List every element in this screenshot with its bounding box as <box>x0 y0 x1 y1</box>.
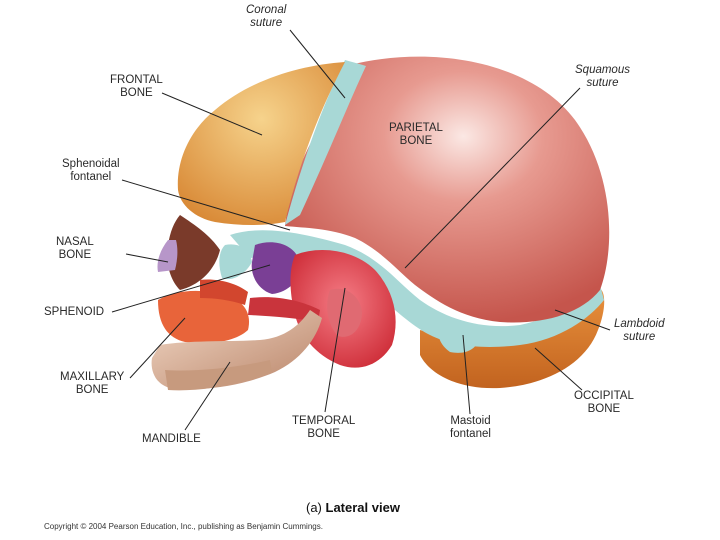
label-frontal-line2: BONE <box>120 87 153 99</box>
label-squamous-line2: suture <box>586 77 619 89</box>
label-frontal-line1: FRONTAL <box>110 74 163 86</box>
leader-coronal <box>289 29 346 99</box>
label-nasal-line1: NASAL <box>56 236 94 248</box>
leader-sphenoidal-fontanel <box>121 179 291 231</box>
label-squamous-suture: Squamous suture <box>575 64 630 90</box>
mastoid-suture <box>438 323 480 353</box>
label-occipital-line1: OCCIPITAL <box>574 390 634 402</box>
zygomatic-arch <box>248 297 320 322</box>
label-frontal-bone: FRONTAL BONE <box>110 74 163 100</box>
maxillary-bone-shape <box>158 290 250 344</box>
leader-nasal <box>125 253 169 263</box>
label-temporal-line2: BONE <box>307 428 340 440</box>
label-maxillary-bone: MAXILLARY BONE <box>60 371 124 397</box>
figure-caption: (a) Lateral view <box>306 500 400 515</box>
label-squamous-line1: Squamous <box>575 64 630 76</box>
temporal-inner <box>327 288 362 337</box>
label-nasal-bone: NASAL BONE <box>56 236 94 262</box>
label-mandible-line1: MANDIBLE <box>142 433 201 445</box>
label-sphenoid-line1: SPHENOID <box>44 306 105 318</box>
label-coronal-line1: Coronal <box>246 4 287 16</box>
parietal-bone-shape <box>285 56 610 323</box>
label-occipital-line2: BONE <box>587 403 621 415</box>
label-mandible: MANDIBLE <box>142 433 201 446</box>
label-maxillary-line2: BONE <box>75 384 109 396</box>
nasal-bone-shape <box>157 240 178 272</box>
label-sphenoidal-fontanel: Sphenoidal fontanel <box>62 158 120 184</box>
label-sphenoid: SPHENOID <box>44 306 104 319</box>
leader-sphenoid <box>111 264 271 313</box>
label-maxillary-line1: MAXILLARY <box>60 371 125 383</box>
leader-squamous <box>404 87 581 269</box>
sphenoid-wing <box>219 244 252 280</box>
label-sphenoidal-line1: Sphenoidal <box>62 158 120 170</box>
maxilla-dark <box>200 279 248 305</box>
leader-lines <box>111 29 611 431</box>
leader-lambdoid <box>554 309 611 331</box>
leader-frontal <box>161 92 263 136</box>
leader-maxillary <box>129 317 186 379</box>
label-mastoid-fontanel: Mastoid fontanel <box>450 415 491 441</box>
label-coronal-suture: Coronal suture <box>246 4 286 30</box>
leader-occipital <box>534 347 583 391</box>
label-occipital-bone: OCCIPITAL BONE <box>574 390 634 416</box>
mandible-lower <box>165 360 272 391</box>
label-sphenoidal-line2: fontanel <box>70 171 112 183</box>
leader-temporal <box>324 287 346 413</box>
label-lambdoid-line1: Lambdoid <box>614 318 665 330</box>
label-temporal-line1: TEMPORAL <box>292 415 356 427</box>
label-lambdoid-suture: Lambdoid suture <box>614 318 665 344</box>
label-temporal-bone: TEMPORAL BONE <box>292 415 355 441</box>
caption-prefix: (a) <box>306 500 322 515</box>
label-lambdoid-line2: suture <box>623 331 656 343</box>
label-coronal-line2: suture <box>250 17 283 29</box>
label-parietal-bone: PARIETAL BONE <box>389 122 443 148</box>
coronal-suture-band <box>285 60 366 225</box>
orbit-shape <box>167 215 220 290</box>
label-parietal-line1: PARIETAL <box>389 122 443 134</box>
label-parietal-line2: BONE <box>399 135 433 147</box>
copyright-notice: Copyright © 2004 Pearson Education, Inc.… <box>44 522 323 531</box>
sphenoid-shape <box>251 242 301 294</box>
frontal-bone-shape <box>177 62 345 225</box>
mandible-shape <box>151 310 322 390</box>
label-mastoid-line1: Mastoid <box>450 415 491 427</box>
label-mastoid-line2: fontanel <box>450 428 491 440</box>
leader-mastoid <box>462 334 471 415</box>
leader-mandible <box>184 361 231 431</box>
label-nasal-line2: BONE <box>58 249 92 261</box>
caption-text: Lateral view <box>325 500 400 515</box>
